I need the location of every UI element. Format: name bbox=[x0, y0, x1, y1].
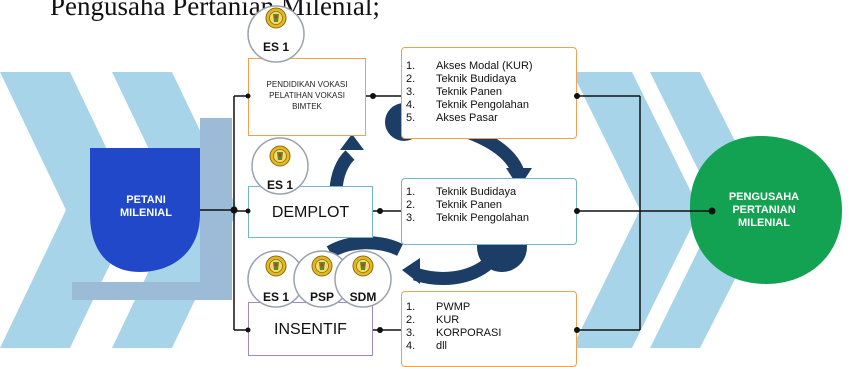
list-insentif-topics: 1.PWMP 2.KUR 3.KORPORASI 4.dll bbox=[401, 291, 577, 367]
chevron-1 bbox=[0, 72, 136, 348]
junction-dot bbox=[377, 327, 383, 333]
gold-emblem-icon bbox=[265, 255, 287, 277]
pengusaha-node bbox=[690, 136, 842, 284]
list-item: 1.PWMP bbox=[406, 301, 471, 313]
list-item: 2.KUR bbox=[406, 314, 460, 326]
gold-emblem-icon bbox=[265, 7, 287, 29]
junction-dot bbox=[230, 206, 238, 214]
badge-es1-bot-label: ES 1 bbox=[262, 290, 289, 304]
petani-milenial-node bbox=[90, 148, 200, 272]
bracket-shape bbox=[72, 118, 232, 300]
badge-sdm bbox=[334, 250, 392, 308]
junction-dot bbox=[377, 208, 383, 214]
badge-psp-label: PSP bbox=[309, 290, 334, 304]
badge-es1-top-label: ES 1 bbox=[262, 40, 289, 54]
junction-dot bbox=[574, 93, 580, 99]
vokasi-line1: PENDIDIKAN VOKASI bbox=[266, 80, 348, 89]
cycle-arrow-mid bbox=[326, 236, 403, 258]
junction-dot bbox=[574, 208, 580, 214]
pengusaha-label: PENGUSAHA PERTANIAN MILENIAL bbox=[728, 191, 800, 229]
list-demplot-topics: 1.Teknik Budidaya 2.Teknik Panen 3.Tekni… bbox=[401, 178, 577, 245]
vokasi-line3: BIMTEK bbox=[292, 102, 322, 111]
petani-milenial-label: PETANI MILENIAL bbox=[120, 194, 172, 219]
list-item: 4.Teknik Pengolahan bbox=[406, 99, 529, 111]
junction-dot bbox=[370, 93, 376, 99]
cycle-arrow-bottom bbox=[413, 256, 495, 285]
badge-es1-mid bbox=[251, 137, 309, 195]
list-item: 3.Teknik Panen bbox=[406, 86, 503, 98]
list-item: 2.Teknik Budidaya bbox=[406, 73, 517, 85]
list-vokasi-topics: 1.Akses Modal (KUR) 2.Teknik Budidaya 3.… bbox=[401, 47, 577, 139]
list-item: 5.Akses Pasar bbox=[406, 112, 498, 124]
list-item: 3.Teknik Pengolahan bbox=[406, 212, 529, 224]
junction-dot bbox=[245, 93, 251, 99]
vokasi-line2: PELATIHAN VOKASI bbox=[269, 91, 345, 100]
list-item: 4.dll bbox=[406, 340, 448, 352]
gold-emblem-icon bbox=[352, 255, 374, 277]
chevron-3 bbox=[572, 72, 700, 348]
badge-es1-top bbox=[247, 5, 305, 63]
junction-dot bbox=[708, 207, 716, 215]
list-item: 3.KORPORASI bbox=[406, 327, 502, 339]
demplot-box: DEMPLOT bbox=[248, 186, 373, 238]
insentif-box: INSENTIF bbox=[248, 302, 373, 356]
list-item: 1.Teknik Budidaya bbox=[406, 186, 517, 198]
list-item: 1.Akses Modal (KUR) bbox=[406, 60, 533, 72]
list-item: 2.Teknik Panen bbox=[406, 199, 503, 211]
cycle-arrowhead-up bbox=[340, 134, 364, 150]
vokasi-box: PENDIDIKAN VOKASI PELATIHAN VOKASI BIMTE… bbox=[248, 58, 366, 136]
cycle-arrowhead-left bbox=[402, 258, 420, 284]
gold-emblem-icon bbox=[311, 255, 333, 277]
badge-sdm-label: SDM bbox=[349, 290, 377, 304]
junction-dot bbox=[574, 327, 580, 333]
badge-es1-mid-label: ES 1 bbox=[266, 178, 293, 192]
junction-dot bbox=[245, 208, 251, 214]
gold-emblem-icon bbox=[269, 145, 291, 167]
junction-dot bbox=[245, 327, 251, 333]
